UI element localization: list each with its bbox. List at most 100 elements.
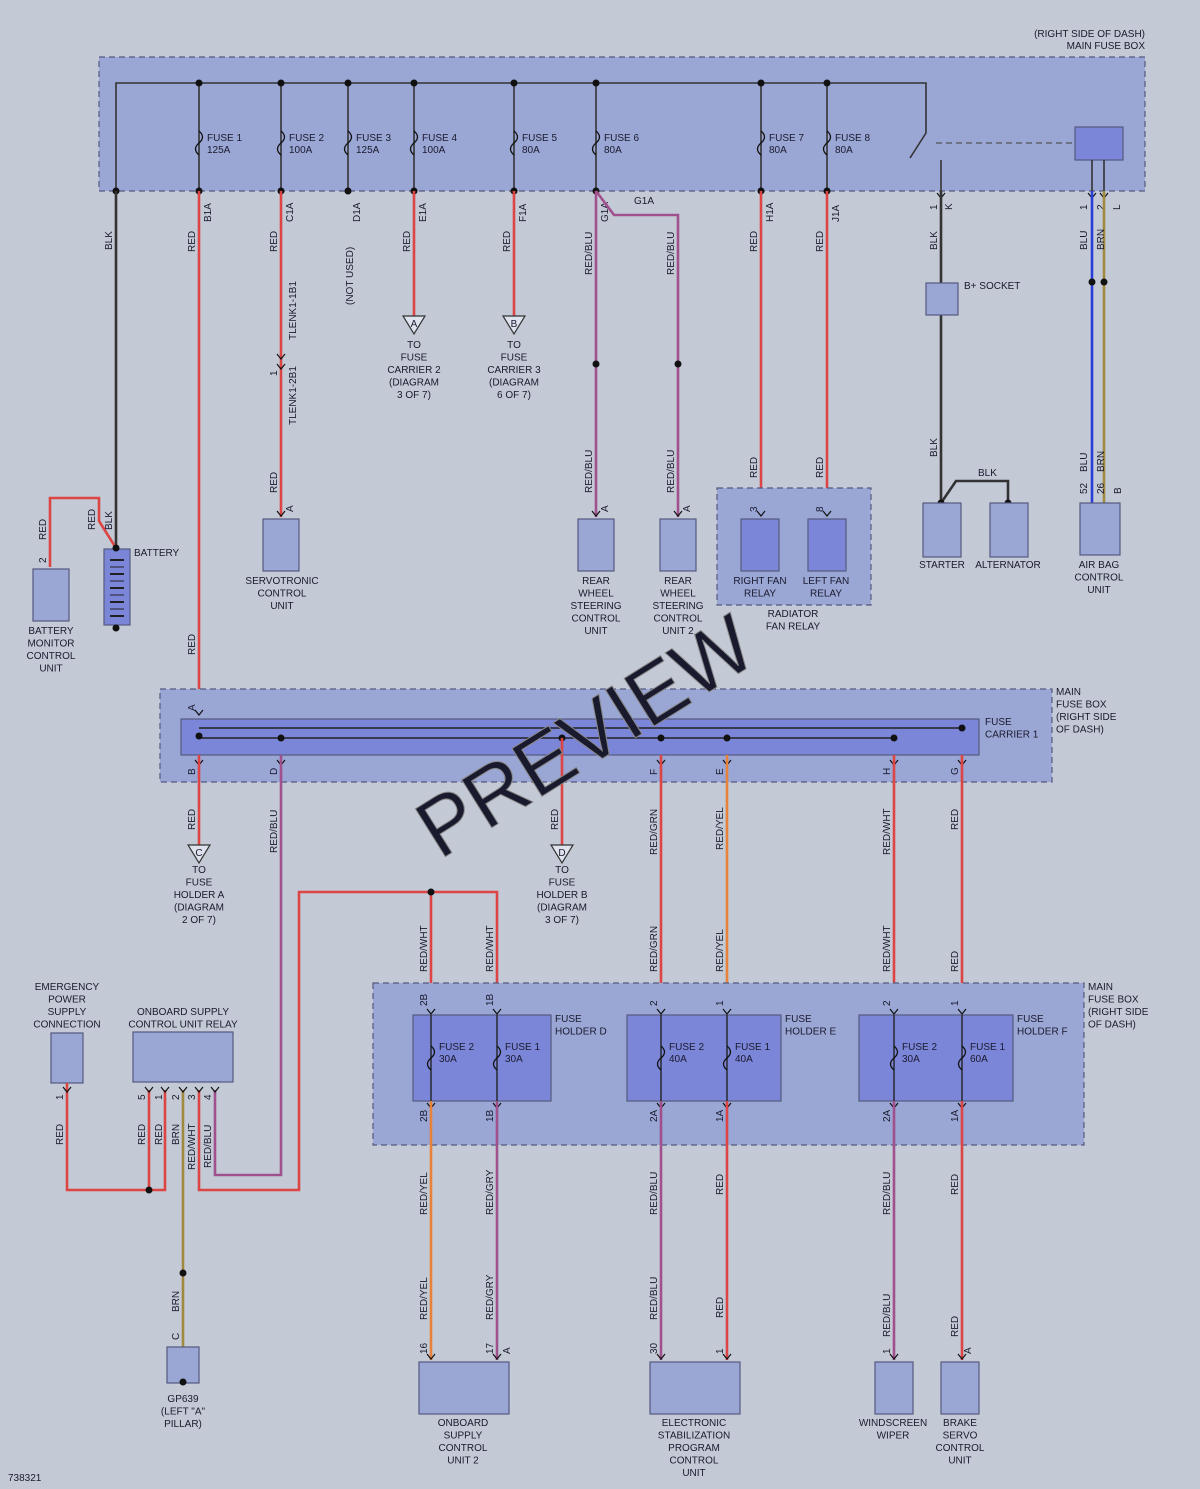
- splice-dot: [112, 624, 120, 632]
- relay-pin: 2: [171, 1094, 182, 1100]
- ref-c-text: FUSE: [186, 878, 213, 889]
- battery-monitor-label: MONITOR: [27, 639, 74, 650]
- pin-chevron: [591, 510, 601, 517]
- pin-chevron: [194, 1086, 204, 1093]
- holder-e-fuse-amp: 40A: [669, 1054, 687, 1065]
- pin-l: L: [1112, 204, 1123, 210]
- wire-label-redblu-esp2: RED/BLU: [649, 1277, 660, 1320]
- pin-a-servo: A: [285, 505, 296, 512]
- gp639-ground: [166, 1346, 200, 1384]
- esp-unit: [649, 1361, 741, 1415]
- wire-label-redblu-1: RED/BLU: [584, 232, 595, 275]
- fuse-7-amp: 80A: [769, 145, 787, 156]
- ref-b-text: CARRIER 3: [487, 365, 541, 376]
- ref-c-text: HOLDER A: [174, 890, 225, 901]
- esp-label: ELECTRONIC: [662, 1418, 726, 1429]
- fuse-4-name: FUSE 4: [422, 133, 457, 144]
- brake-label: SERVO: [943, 1431, 978, 1442]
- wire-label-red-bm: RED: [38, 519, 49, 540]
- ref-a-text: TO: [407, 340, 421, 351]
- holder-pin: 2B: [419, 993, 430, 1006]
- pin-30: 30: [649, 1342, 660, 1354]
- holder-e-fuse-name: FUSE 1: [735, 1042, 770, 1053]
- bus-dot: [510, 79, 518, 87]
- wire-label-redblu-relay: RED/BLU: [269, 810, 280, 853]
- fuse-1-amp: 125A: [207, 145, 231, 156]
- fuse-3-name: FUSE 3: [356, 133, 391, 144]
- wire-label-redblu-4: RED/BLU: [666, 450, 677, 493]
- pin-chevron: [426, 1008, 436, 1015]
- carrier-dot: [195, 732, 203, 740]
- relay-pin: 3: [187, 1094, 198, 1100]
- wire-label-red-relay5: RED: [137, 1124, 148, 1145]
- fuse-3-terminal: [344, 187, 352, 195]
- pin-chevron: [656, 1353, 666, 1360]
- fuse-8-amp: 80A: [835, 145, 853, 156]
- holder-f-fuse-amp: 30A: [902, 1054, 920, 1065]
- ref-b-text: FUSE: [501, 353, 528, 364]
- fuse-3-amp: 125A: [356, 145, 380, 156]
- fuse-8-pin: J1A: [831, 204, 842, 222]
- carrier-pin: D: [269, 768, 280, 775]
- gp639-label: PILLAR): [164, 1419, 202, 1430]
- ref-c-arrow: [186, 844, 212, 865]
- esp-label: CONTROL: [670, 1456, 719, 1467]
- emergency-label: CONNECTION: [33, 1020, 100, 1031]
- fuse-5-name: FUSE 5: [522, 133, 557, 144]
- fuse-4-symbol: [409, 130, 419, 156]
- wire-label-red-esp2: RED: [715, 1297, 726, 1318]
- pin-1-airbag: 1: [1079, 204, 1090, 210]
- holder-pin: 2: [649, 1000, 660, 1006]
- ref-d-text: TO: [555, 865, 569, 876]
- wire-label-blk-alt: BLK: [978, 468, 997, 479]
- fuse-6-pin: G1A: [600, 202, 611, 222]
- holder-pin: 2B: [419, 1109, 430, 1122]
- wire-label-red-brake: RED: [950, 1174, 961, 1195]
- wire-label-red-relay1: RED: [154, 1124, 165, 1145]
- wire-label-red-f1a: RED: [502, 231, 513, 252]
- pin-1-emergency: 1: [55, 1094, 66, 1100]
- pin-a-carrier: A: [187, 704, 198, 711]
- wire-label-red-emergency: RED: [55, 1124, 66, 1145]
- onboard-2-label: UNIT 2: [447, 1456, 479, 1467]
- wire-label-redblu-wiper: RED/BLU: [882, 1172, 893, 1215]
- ref-b-arrow: [501, 315, 527, 336]
- carrier-pin: G: [950, 767, 961, 775]
- fuse-holder-e: [626, 1014, 782, 1102]
- airbag-label: CONTROL: [1075, 573, 1124, 584]
- carrier-dot: [723, 734, 731, 742]
- wire-label-blu: BLU: [1079, 231, 1090, 250]
- wire-redwht-loop: [197, 890, 499, 1192]
- wire-label-redgrn-2: RED/GRN: [649, 926, 660, 972]
- fuse-2-pin: C1A: [285, 202, 296, 222]
- airbag-label: AIR BAG: [1079, 560, 1120, 571]
- holder-e-fuse-1: [722, 1045, 732, 1071]
- wire-label-blu-low: BLU: [1079, 453, 1090, 472]
- pin-a-rws1: A: [600, 505, 611, 512]
- pin-chevron: [178, 1086, 188, 1093]
- pin-chevron: [492, 1008, 502, 1015]
- splice-dot: [112, 544, 120, 552]
- fuse-holder-box-label: (RIGHT SIDE: [1088, 1007, 1149, 1018]
- pin-chevron: [492, 1353, 502, 1360]
- pin-chevron: [722, 1353, 732, 1360]
- radiator-fan-relay: [716, 487, 872, 606]
- fuse-6-amp: 80A: [604, 145, 622, 156]
- fuse-7-symbol: [756, 130, 766, 156]
- holder-d-fuse-name: FUSE 2: [439, 1042, 474, 1053]
- fuse-carrier-box-label: OF DASH): [1056, 725, 1104, 736]
- pin-chevron: [144, 1086, 154, 1093]
- ref-a-arrow: [401, 315, 427, 336]
- alternator-unit: [989, 502, 1029, 558]
- holder-pin: 1A: [950, 1109, 961, 1122]
- splice-dot: [674, 360, 682, 368]
- emergency-label: SUPPLY: [48, 1007, 87, 1018]
- wire-label-red-b1a: RED: [187, 231, 198, 252]
- right-fan-label: RELAY: [744, 589, 776, 600]
- airbag-unit: [1079, 502, 1121, 556]
- starter-label: STARTER: [919, 560, 965, 571]
- wiper-unit: [874, 1361, 914, 1415]
- ref-a-text: 3 OF 7): [397, 390, 431, 401]
- wire-label-redgry-d: RED/GRY: [485, 1169, 496, 1215]
- wire-label-red-j1a-low: RED: [815, 457, 826, 478]
